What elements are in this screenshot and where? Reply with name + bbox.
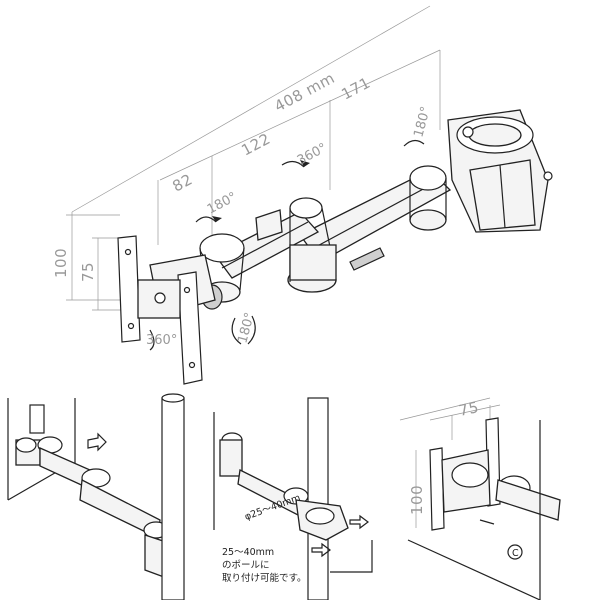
- rotation-arrow-180-a: [195, 216, 222, 223]
- pole-note-line3: 取り付け可能です。: [222, 572, 307, 584]
- main-arm-diagram: 408 mm 171 122 82 100 75: [52, 5, 553, 385]
- pole-note-line2: のポールに: [222, 560, 270, 571]
- dim-100: 100: [52, 248, 70, 278]
- vesa-dim-75: 75: [457, 398, 480, 420]
- rot-180-c: 180°: [235, 311, 258, 345]
- vesa-dim-100: 100: [408, 485, 426, 515]
- vesa-plate-large: [117, 235, 141, 343]
- front-arm: [214, 209, 320, 279]
- rotation-arrow-360-b: [281, 160, 310, 168]
- pole-clamp: [447, 109, 553, 233]
- dim-408mm: 408 mm: [271, 69, 337, 116]
- rotation-arrow-180-c: [231, 315, 256, 345]
- callout-c: C: [512, 548, 519, 559]
- pole-note-line1: 25～40mm: [222, 547, 274, 558]
- vesa-plate-front: [177, 271, 203, 385]
- detail-pole-clamp: φ25～40mm 25～40mm のポールに 取り付け可能です。: [213, 397, 373, 601]
- rot-360-b: 360°: [295, 141, 330, 169]
- rear-joint: [409, 165, 447, 231]
- dimension-lines: [66, 5, 441, 311]
- dim-122: 122: [238, 129, 273, 159]
- detail-vesa-mount: 75 100 C: [399, 397, 561, 601]
- rotation-arrow-180-b: [403, 139, 425, 147]
- rot-180-a: 180°: [205, 190, 240, 218]
- rot-180-b: 180°: [411, 105, 434, 139]
- rot-360-a: 360°: [146, 333, 177, 348]
- dim-75: 75: [79, 262, 97, 282]
- detail-wall-mount: [7, 393, 185, 601]
- middle-joint: [287, 197, 337, 293]
- center-bolt: [154, 292, 166, 304]
- dim-171: 171: [338, 73, 373, 103]
- rotation-arrow-360-a: [149, 329, 155, 351]
